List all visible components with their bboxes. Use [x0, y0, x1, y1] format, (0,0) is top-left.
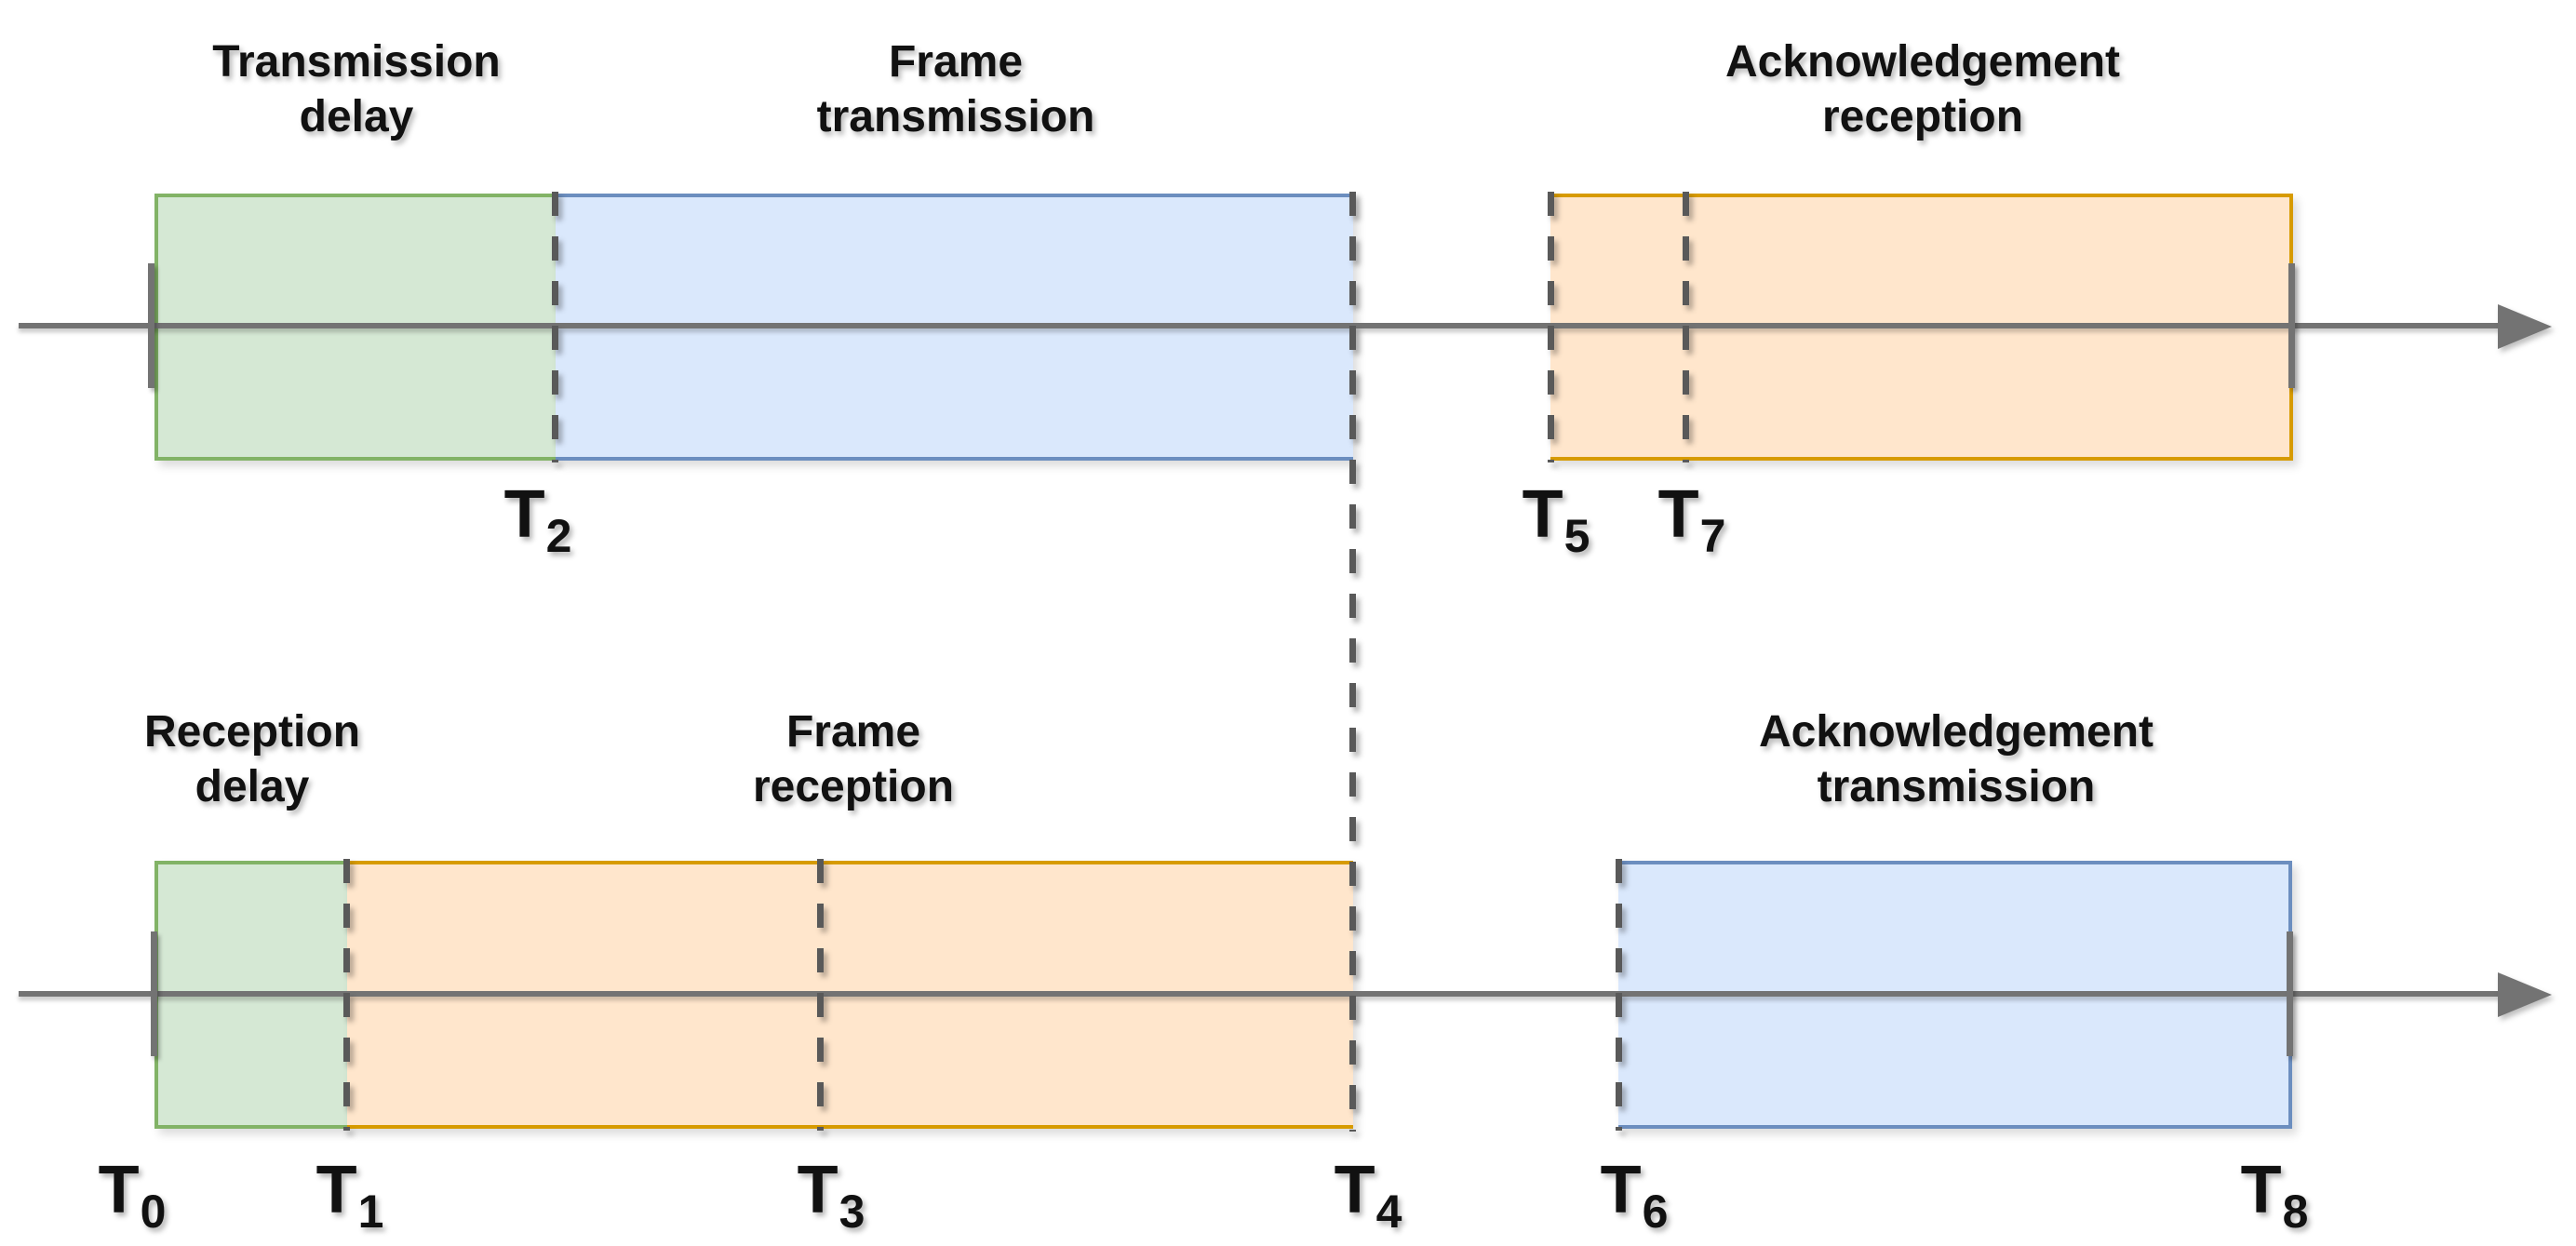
time-marker-base: T [797, 1153, 839, 1227]
time-marker-sub: 1 [357, 1186, 384, 1238]
time-marker-sub: 4 [1375, 1186, 1402, 1238]
time-marker-sub: 3 [839, 1186, 865, 1238]
time-marker-base: T [1657, 477, 1699, 552]
time-marker-sub: 5 [1563, 510, 1590, 562]
time-marker-base: T [2240, 1153, 2282, 1227]
time-marker-sub: 8 [2282, 1186, 2309, 1238]
time-marker-t1: T1 [315, 1152, 384, 1238]
dashed-line-t7 [1683, 192, 1689, 462]
phase-label-transmission-delay: Transmission delay [212, 37, 501, 141]
phase-label-acknowledgement-reception: Acknowledgement reception [1724, 37, 2121, 141]
time-marker-sub: 0 [140, 1186, 167, 1238]
tick-mark-bottom-start [151, 931, 157, 1056]
time-marker-t2: T2 [503, 476, 572, 562]
time-marker-t4: T4 [1334, 1152, 1402, 1238]
time-marker-t5: T5 [1522, 476, 1590, 562]
time-marker-t3: T3 [797, 1152, 865, 1238]
phase-label-acknowledgement-transmission: Acknowledgement transmission [1758, 707, 2154, 811]
phase-label-reception-delay: Reception delay [143, 707, 361, 811]
tick-mark-bottom-end [2287, 931, 2293, 1056]
time-marker-base: T [1600, 1153, 1642, 1227]
phase-label-frame-reception: Frame reception [752, 707, 955, 811]
dashed-line-t6 [1616, 859, 1622, 1131]
dashed-line-t1 [343, 859, 350, 1131]
dashed-line-t2 [552, 192, 558, 462]
dashed-line-t3 [817, 859, 824, 1131]
time-marker-base: T [503, 477, 545, 552]
time-marker-base: T [1334, 1153, 1375, 1227]
tick-mark-top-start [148, 263, 154, 388]
dashed-line-t5 [1548, 192, 1554, 462]
time-marker-sub: 7 [1699, 510, 1726, 562]
dashed-line-t4-connector [1349, 192, 1356, 1132]
time-marker-base: T [315, 1153, 357, 1227]
tick-mark-top-end [2288, 263, 2295, 388]
time-marker-t8: T8 [2240, 1152, 2309, 1238]
timeline-axis-top [19, 323, 2502, 328]
arrowhead-icon [2498, 304, 2552, 349]
time-marker-base: T [1522, 477, 1563, 552]
timeline-axis-bottom [19, 991, 2502, 997]
time-marker-t7: T7 [1657, 476, 1726, 562]
time-marker-sub: 6 [1642, 1186, 1669, 1238]
arrowhead-icon [2498, 972, 2552, 1017]
phase-label-frame-transmission: Frame transmission [816, 37, 1095, 141]
time-marker-t6: T6 [1600, 1152, 1669, 1238]
time-marker-sub: 2 [545, 510, 572, 562]
time-marker-base: T [98, 1153, 140, 1227]
time-marker-t0: T0 [98, 1152, 167, 1238]
